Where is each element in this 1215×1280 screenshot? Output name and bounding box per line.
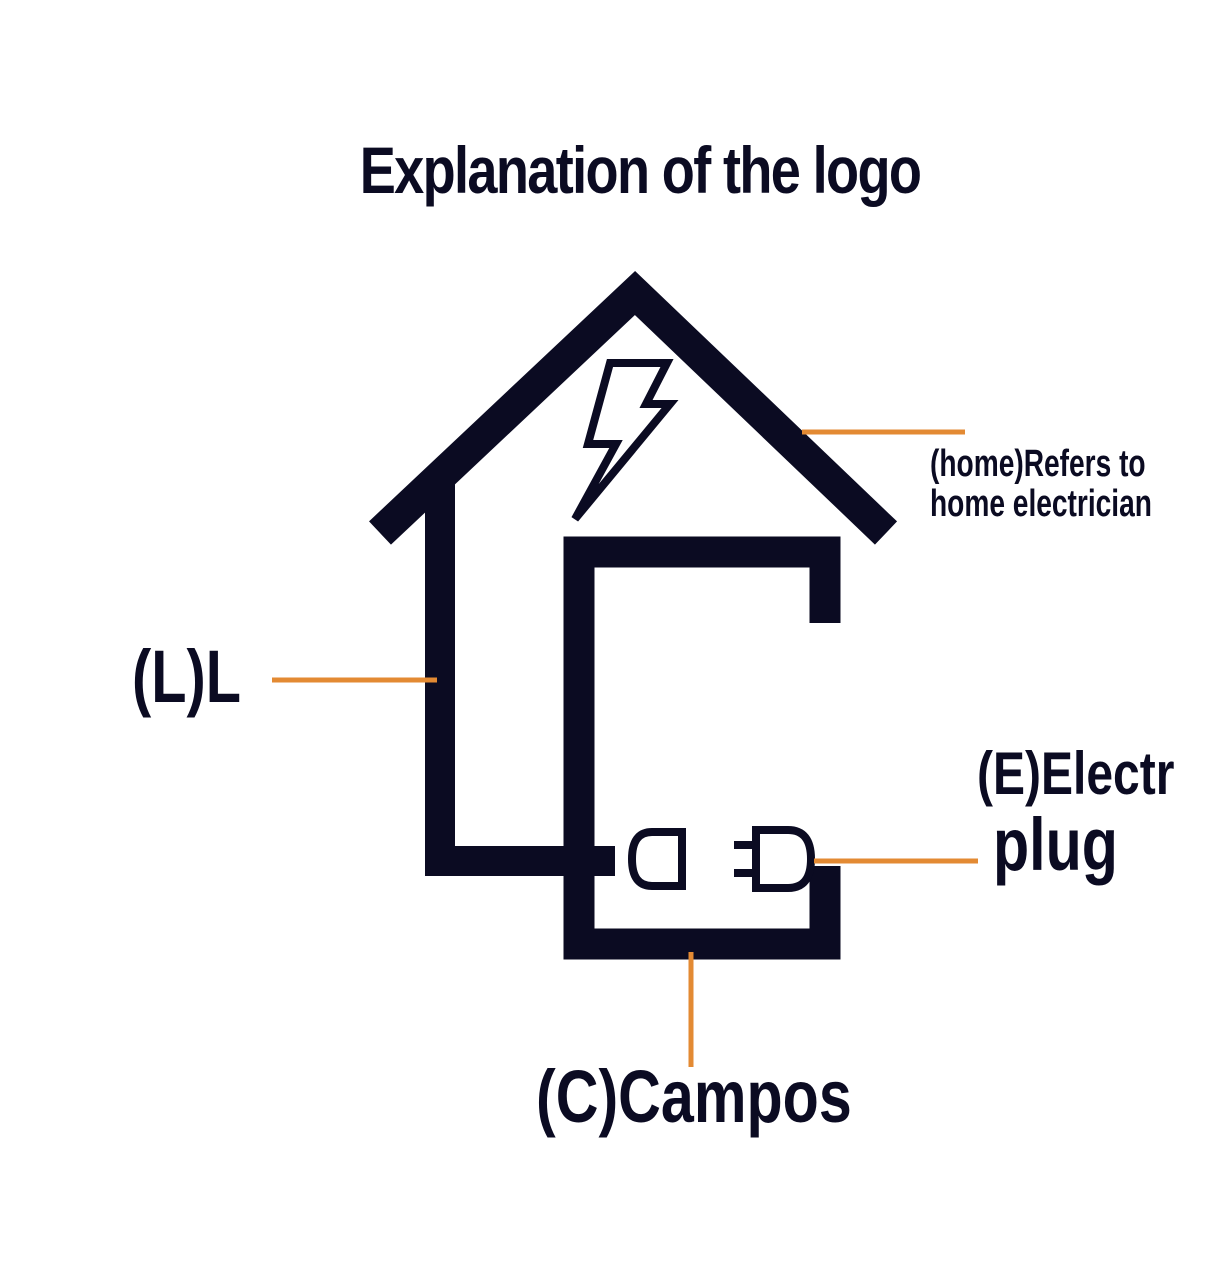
label-l: (L)L — [132, 635, 241, 718]
lightning-bolt-icon — [571, 359, 679, 522]
letter-l-shape — [425, 478, 615, 876]
label-home: (home)Refers to home electrician — [930, 444, 1152, 524]
plug-icon — [734, 826, 816, 892]
label-e-line1: (E)Electr — [977, 740, 1175, 807]
label-e-line2: plug — [993, 803, 1118, 886]
label-home-line2: home electrician — [930, 483, 1152, 525]
socket-icon — [627, 828, 686, 890]
letter-c-shape — [563, 536, 841, 960]
label-c: (C)Campos — [536, 1055, 852, 1138]
house-roof-icon — [369, 270, 898, 545]
label-home-line1: (home)Refers to — [930, 443, 1146, 485]
page-title: Explanation of the logo — [359, 133, 922, 207]
